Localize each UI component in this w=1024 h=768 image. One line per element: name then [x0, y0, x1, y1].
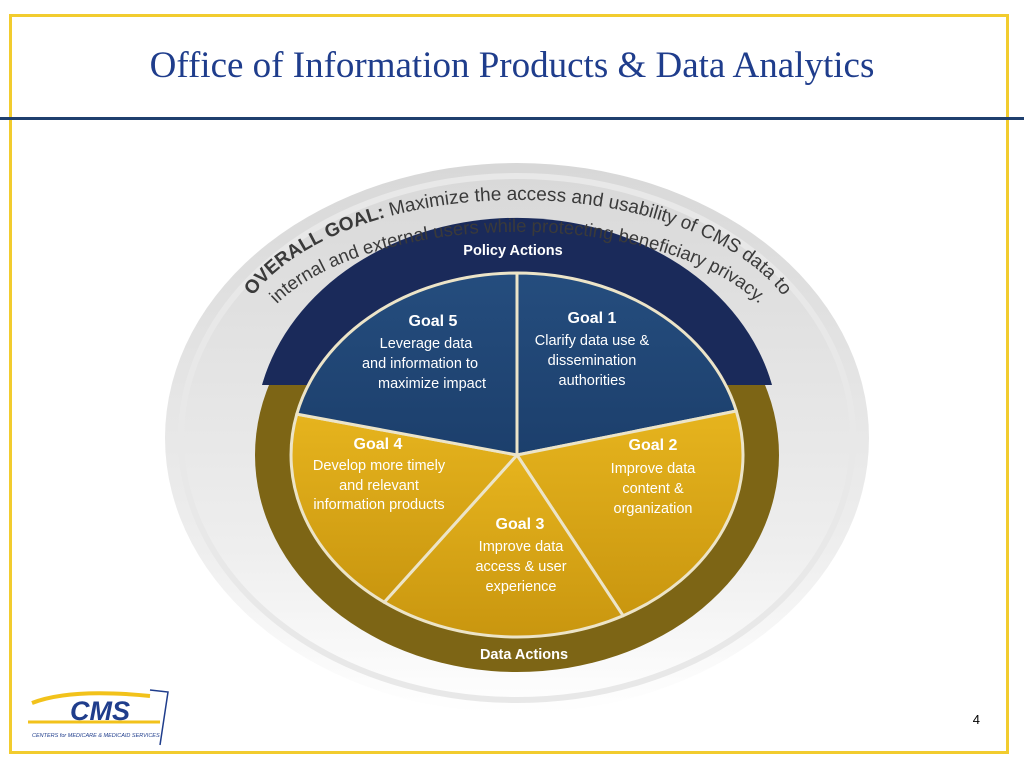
- data-actions-label: Data Actions: [480, 647, 568, 663]
- cms-logo-subtitle: CENTERS for MEDICARE & MEDICAID SERVICES: [32, 733, 160, 739]
- goal-5-segment: [295, 271, 519, 457]
- goal-4-line-3: information products: [313, 497, 444, 513]
- goal-2-line-2: content &: [622, 481, 684, 497]
- page-number: 4: [972, 712, 980, 727]
- goal-4-line-2: and relevant: [339, 478, 419, 494]
- goal-5-text: Goal 5 Leverage data and information to …: [362, 313, 486, 392]
- goal-3-line-3: experience: [486, 579, 557, 595]
- goal-2-segment: [515, 409, 745, 618]
- goal-3-line-2: access & user: [475, 559, 566, 575]
- goal-3-text: Goal 3 Improve data access & user experi…: [475, 516, 566, 595]
- goal-1-title: Goal 1: [568, 310, 617, 327]
- goal-4-text: Goal 4 Develop more timely and relevant …: [313, 436, 446, 513]
- goal-1-text: Goal 1 Clarify data use & dissemination …: [535, 310, 650, 389]
- slide-title: Office of Information Products & Data An…: [149, 45, 875, 86]
- goal-5-line-3: maximize impact: [378, 376, 486, 392]
- goal-2-text: Goal 2 Improve data content & organizati…: [611, 437, 697, 517]
- goal-2-line-3: organization: [614, 501, 693, 517]
- title-divider: [0, 117, 1024, 120]
- goal-4-line-1: Develop more timely: [313, 458, 446, 474]
- goal-4-segment: [289, 412, 519, 604]
- goal-3-line-1: Improve data: [479, 539, 565, 555]
- goal-2-title: Goal 2: [629, 437, 678, 454]
- cms-logo: CMS CENTERS for MEDICARE & MEDICAID SERV…: [28, 689, 169, 746]
- goal-1-line-2: dissemination: [548, 353, 637, 369]
- goal-2-line-1: Improve data: [611, 461, 697, 477]
- goal-4-title: Goal 4: [354, 436, 403, 453]
- goal-1-line-1: Clarify data use &: [535, 333, 650, 349]
- goal-5-title: Goal 5: [409, 313, 458, 330]
- goals-pie: [289, 271, 745, 639]
- cms-logo-text: CMS: [70, 696, 130, 726]
- policy-actions-label: Policy Actions: [463, 243, 562, 259]
- goal-1-segment: [515, 271, 738, 457]
- goal-1-line-3: authorities: [559, 373, 626, 389]
- goal-5-line-2: and information to: [362, 356, 478, 372]
- goal-3-segment: [382, 453, 625, 639]
- goal-5-line-1: Leverage data: [380, 336, 474, 352]
- slide-frame: [9, 14, 1009, 754]
- goal-3-title: Goal 3: [496, 516, 545, 533]
